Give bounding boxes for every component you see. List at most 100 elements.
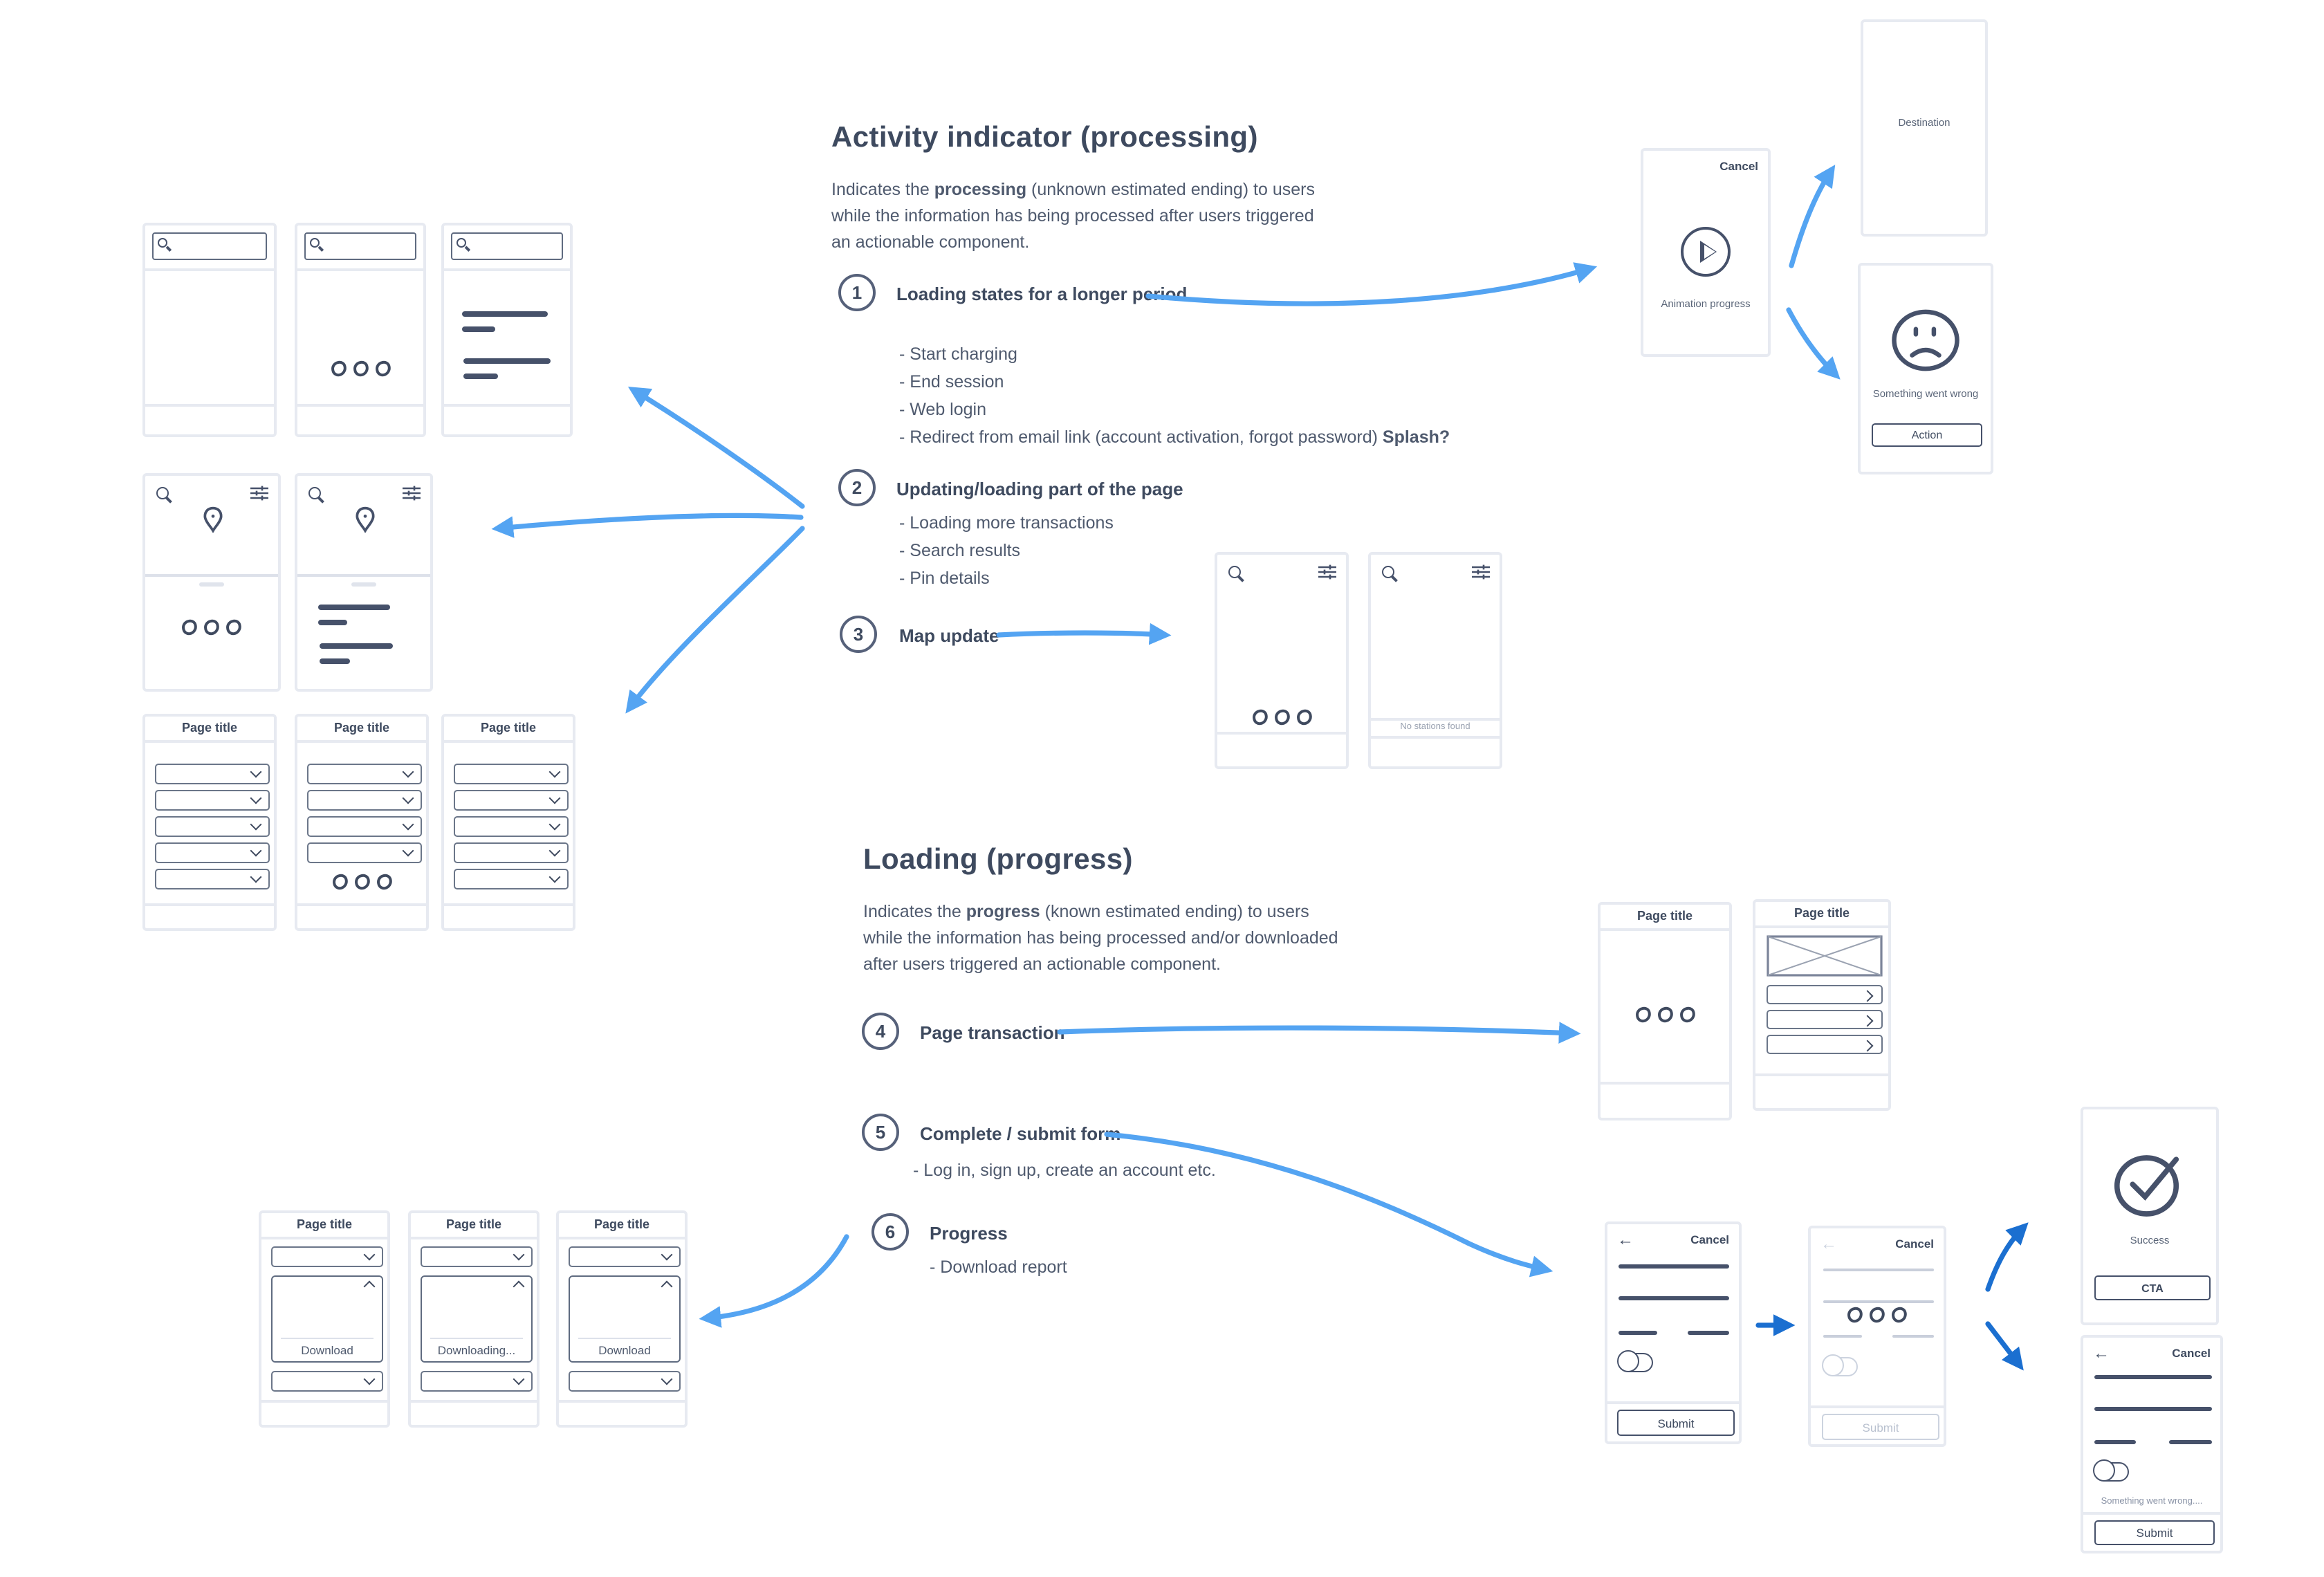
phone-destination: Destination bbox=[1861, 19, 1988, 237]
result-line bbox=[462, 326, 495, 331]
dropdown-field[interactable] bbox=[155, 869, 270, 889]
divider bbox=[297, 268, 423, 270]
list-row[interactable] bbox=[1767, 1010, 1883, 1029]
cancel-button[interactable]: Cancel bbox=[1895, 1237, 1934, 1251]
chevron-up-icon[interactable] bbox=[513, 1280, 525, 1293]
divider bbox=[444, 903, 573, 905]
step-6-bullets: - Download report bbox=[930, 1257, 1067, 1277]
dropdown-field[interactable] bbox=[454, 790, 569, 811]
check-circle-icon bbox=[2114, 1155, 2179, 1217]
inline-error-text: Something went wrong.... bbox=[2101, 1497, 2203, 1506]
search-icon bbox=[310, 238, 320, 248]
dropdown-field[interactable] bbox=[569, 1246, 681, 1267]
dropdown-field[interactable] bbox=[569, 1371, 681, 1392]
chevron-down-icon bbox=[513, 1248, 525, 1260]
sad-face-icon bbox=[1892, 309, 1959, 371]
step-6-label: Progress bbox=[930, 1223, 1008, 1244]
dropdown-field[interactable] bbox=[271, 1371, 383, 1392]
search-icon[interactable] bbox=[156, 487, 169, 499]
chevron-down-icon bbox=[548, 844, 561, 856]
divider bbox=[145, 268, 274, 270]
list-row[interactable] bbox=[1767, 985, 1883, 1004]
chevron-right-icon bbox=[1861, 1014, 1874, 1026]
dropdown-field[interactable] bbox=[307, 790, 422, 811]
divider bbox=[1607, 1401, 1739, 1403]
filter-icon[interactable] bbox=[1318, 564, 1336, 580]
filter-icon[interactable] bbox=[250, 486, 268, 501]
submit-button[interactable]: Submit bbox=[1617, 1410, 1735, 1436]
search-icon[interactable] bbox=[1228, 566, 1241, 578]
back-arrow-icon[interactable]: ← bbox=[1617, 1230, 1634, 1249]
filter-icon[interactable] bbox=[403, 486, 421, 501]
submit-button[interactable]: Submit bbox=[2094, 1520, 2215, 1545]
search-icon[interactable] bbox=[1382, 566, 1394, 578]
dropdown-field[interactable] bbox=[307, 764, 422, 784]
dropdown-field[interactable] bbox=[155, 764, 270, 784]
cta-button[interactable]: CTA bbox=[2094, 1275, 2211, 1300]
phone-error: Something went wrong Action bbox=[1858, 263, 1993, 474]
dropdown-field[interactable] bbox=[307, 842, 422, 863]
phone-download-1: Page title Download bbox=[259, 1210, 390, 1428]
detail-line bbox=[320, 658, 350, 663]
dropdown-field[interactable] bbox=[271, 1246, 383, 1267]
chevron-down-icon bbox=[548, 870, 561, 883]
downloading-label: Downloading... bbox=[437, 1343, 516, 1357]
step-5-badge: 5 bbox=[862, 1114, 899, 1151]
search-input[interactable] bbox=[304, 232, 416, 260]
list-row[interactable] bbox=[1767, 1035, 1883, 1054]
phone-form-submitting: ← Cancel Submit bbox=[1808, 1226, 1946, 1447]
search-icon[interactable] bbox=[308, 487, 321, 499]
filter-icon[interactable] bbox=[1472, 564, 1490, 580]
search-input[interactable] bbox=[451, 232, 563, 260]
animation-caption: Animation progress bbox=[1661, 297, 1751, 310]
dropdown-field[interactable] bbox=[454, 816, 569, 837]
toggle-switch[interactable] bbox=[2093, 1459, 2129, 1482]
page-title: Page title bbox=[333, 721, 389, 735]
divider bbox=[1601, 1082, 1729, 1084]
drag-handle[interactable] bbox=[351, 582, 376, 587]
dropdown-field[interactable] bbox=[421, 1371, 533, 1392]
chevron-up-icon[interactable] bbox=[661, 1280, 673, 1293]
download-label[interactable]: Download bbox=[301, 1343, 353, 1357]
page-title: Page title bbox=[593, 1217, 649, 1231]
chevron-down-icon bbox=[548, 765, 561, 777]
report-card: Download bbox=[569, 1275, 681, 1363]
form-line bbox=[1823, 1300, 1934, 1303]
search-input[interactable] bbox=[152, 232, 267, 260]
form-line bbox=[1618, 1331, 1657, 1334]
form-line bbox=[1823, 1269, 1934, 1271]
dropdown-field[interactable] bbox=[155, 842, 270, 863]
cancel-button[interactable]: Cancel bbox=[2172, 1346, 2211, 1360]
dropdown-field[interactable] bbox=[307, 816, 422, 837]
loading-dots bbox=[1250, 708, 1313, 727]
result-line bbox=[462, 311, 548, 316]
chevron-down-icon bbox=[661, 1248, 673, 1260]
sheet-divider bbox=[297, 574, 430, 576]
dropdown-field[interactable] bbox=[421, 1246, 533, 1267]
loading-dots bbox=[1845, 1305, 1909, 1325]
drag-handle[interactable] bbox=[199, 582, 224, 587]
dropdown-field[interactable] bbox=[454, 842, 569, 863]
chevron-up-icon[interactable] bbox=[363, 1280, 376, 1293]
back-arrow-icon[interactable]: ← bbox=[2093, 1343, 2110, 1363]
download-label[interactable]: Download bbox=[598, 1343, 651, 1357]
step-5-label: Complete / submit form bbox=[920, 1123, 1121, 1144]
chevron-down-icon bbox=[363, 1248, 376, 1260]
phone-form-error: ← Cancel Something went wrong.... Submit bbox=[2081, 1335, 2223, 1553]
cancel-button[interactable]: Cancel bbox=[1719, 159, 1758, 173]
divider bbox=[261, 1237, 387, 1239]
phone-search-empty bbox=[142, 223, 277, 437]
divider bbox=[145, 404, 274, 406]
dropdown-field[interactable] bbox=[155, 790, 270, 811]
step-5-bullets: - Log in, sign up, create an account etc… bbox=[913, 1161, 1216, 1180]
dropdown-field[interactable] bbox=[454, 764, 569, 784]
cancel-button[interactable]: Cancel bbox=[1690, 1233, 1729, 1246]
page-title: Page title bbox=[296, 1217, 352, 1231]
dropdown-field[interactable] bbox=[155, 816, 270, 837]
dropdown-field[interactable] bbox=[454, 869, 569, 889]
error-caption: Something went wrong bbox=[1872, 387, 1979, 400]
action-button[interactable]: Action bbox=[1872, 423, 1982, 447]
toggle-switch[interactable] bbox=[1617, 1350, 1653, 1372]
divider bbox=[145, 903, 274, 905]
